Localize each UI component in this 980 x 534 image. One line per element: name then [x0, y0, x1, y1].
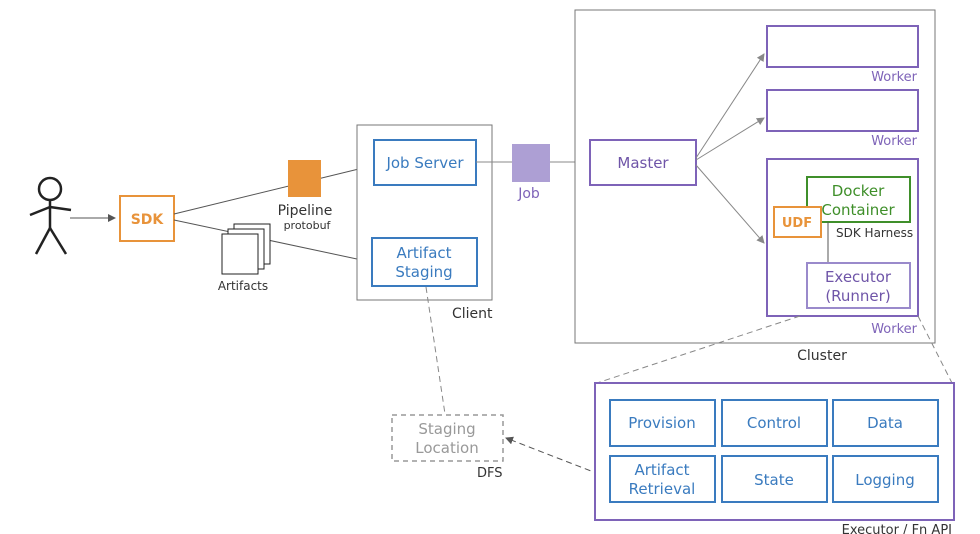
provision-box: Provision	[609, 399, 716, 447]
master-label: Master	[617, 154, 669, 172]
executor-label-2: (Runner)	[825, 287, 890, 305]
executor-runner-box: Executor (Runner)	[806, 262, 911, 309]
client-label: Client	[452, 306, 493, 322]
master-to-worker1-arrow	[695, 53, 765, 159]
udf-box: UDF	[773, 206, 822, 238]
udf-label: UDF	[782, 216, 812, 231]
worker-box-3: Worker Docker Container UDF SDK Harness …	[766, 158, 919, 337]
artifact-retrieval-label-1: Artifact	[634, 461, 689, 479]
data-label: Data	[867, 414, 903, 432]
sdk-box: SDK	[119, 195, 175, 242]
worker-box-2: Worker	[766, 89, 919, 149]
docker-label-2: Container	[821, 201, 895, 219]
client-group: Client Job Server Artifact Staging	[356, 124, 493, 322]
control-label: Control	[747, 414, 801, 432]
artifact-retrieval-label-2: Retrieval	[629, 480, 696, 498]
sdk-harness-label: SDK Harness	[836, 226, 913, 240]
zoom-line-left	[596, 315, 801, 384]
fn-api-label: Executor / Fn API	[842, 523, 952, 534]
zoom-line-right	[917, 315, 953, 384]
pipeline-label: Pipeline	[278, 203, 333, 219]
artifact-staging-label-1: Artifact	[396, 244, 451, 262]
worker-label-1: Worker	[871, 70, 917, 85]
worker-box-1: Worker	[766, 25, 919, 85]
master-to-worker2-arrow	[695, 117, 765, 161]
state-box: State	[721, 455, 828, 503]
docker-container-box: Docker Container	[806, 176, 911, 223]
master-box: Master	[589, 139, 697, 186]
master-to-worker3-arrow	[695, 164, 765, 244]
sdk-label: SDK	[131, 212, 165, 228]
user-stick-figure-icon	[29, 176, 72, 255]
pipeline-icon	[288, 160, 321, 197]
worker-label-2: Worker	[871, 134, 917, 149]
dfs-label: DFS	[477, 466, 503, 481]
retrieval-to-staging-arrow	[505, 436, 610, 479]
job-server-label: Job Server	[385, 154, 464, 172]
artifact-retrieval-box: Artifact Retrieval	[609, 455, 716, 503]
artifacts-stack-icon: Artifacts	[218, 223, 271, 293]
artifact-staging-label-2: Staging	[395, 263, 452, 281]
job-label: Job	[517, 186, 540, 202]
fn-api-group: Executor / Fn API Provision Control Data…	[594, 382, 955, 534]
data-box: Data	[832, 399, 939, 447]
worker-label-3: Worker	[871, 322, 917, 337]
docker-label-1: Docker	[832, 182, 885, 200]
protobuf-label: protobuf	[284, 219, 332, 232]
executor-label-1: Executor	[825, 268, 892, 286]
state-label: State	[754, 471, 794, 489]
staging-to-dfs-dashed-line	[425, 286, 446, 415]
cluster-group: Cluster Master Worker Worker Worker Dock…	[574, 9, 936, 364]
job-icon	[512, 144, 550, 182]
staging-location-label-1: Staging	[418, 420, 475, 438]
artifact-staging-box: Artifact Staging	[371, 237, 478, 287]
staging-location-box: Staging Location DFS	[391, 414, 504, 481]
cluster-label: Cluster	[797, 348, 847, 364]
logging-box: Logging	[832, 455, 939, 503]
pipeline-protobuf: Pipeline protobuf	[278, 160, 333, 232]
control-box: Control	[721, 399, 828, 447]
job-server-box: Job Server	[373, 139, 477, 186]
staging-location-label-2: Location	[415, 439, 478, 457]
provision-label: Provision	[628, 414, 696, 432]
sdk-to-artifact-staging-arrow	[173, 219, 372, 265]
logging-label: Logging	[855, 471, 915, 489]
artifacts-label: Artifacts	[218, 279, 268, 293]
sdk-to-job-server-arrow	[173, 163, 372, 215]
